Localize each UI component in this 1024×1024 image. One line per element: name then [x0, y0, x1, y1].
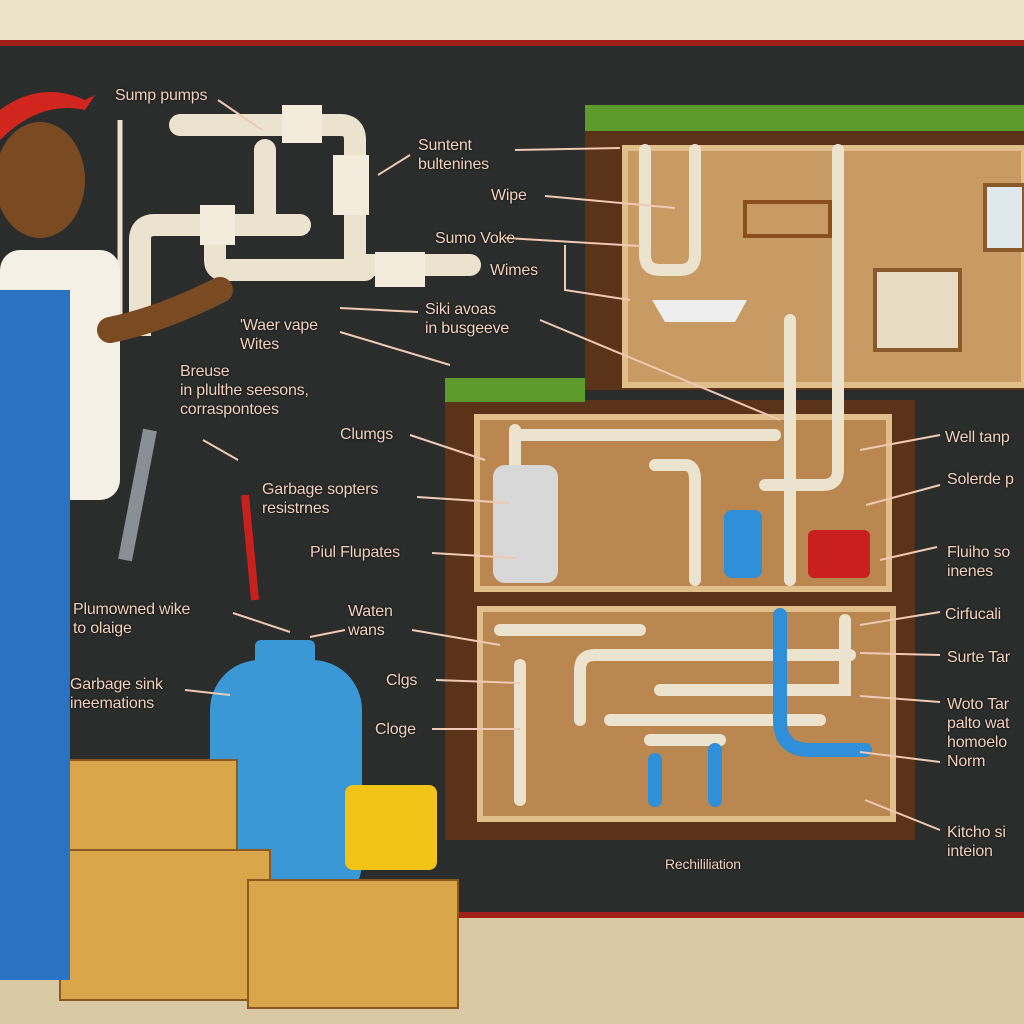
- label-sumo-voke: Sumo Voke: [435, 230, 516, 247]
- yellow-bucket: [345, 785, 437, 870]
- blue-tank-small: [724, 510, 762, 578]
- label-sump-pumps: Sump pumps: [115, 87, 208, 104]
- arm: [97, 277, 233, 343]
- person-head: [0, 122, 85, 238]
- overalls: [0, 290, 70, 980]
- grass-mid: [445, 378, 585, 402]
- label-plumowned: Plumowned wike to olaige: [73, 601, 191, 637]
- label-piul-flupates: Piul Flupates: [310, 544, 400, 561]
- box: [64, 759, 238, 866]
- label-solerde: Solerde p: [947, 471, 1014, 488]
- valve: [375, 252, 425, 287]
- label-garbage-sink: Garbage sink ineemations: [70, 676, 163, 712]
- label-fluiho: Fluiho so inenes: [947, 544, 1011, 580]
- label-wimes: Wimes: [490, 262, 538, 279]
- valve: [333, 155, 369, 215]
- wrench: [118, 428, 157, 562]
- label-waer-vape: 'Waer vape Wites: [240, 317, 318, 353]
- bandana: [0, 92, 95, 140]
- label-waten-wans: Waten wans: [348, 603, 393, 639]
- label-well-tanp: Well tanp: [945, 429, 1010, 446]
- sink: [652, 300, 747, 322]
- leader-lines: [184, 99, 941, 831]
- label-siki-avoas: Siki avoas in busgeeve: [425, 301, 510, 337]
- tank-cap: [255, 640, 315, 670]
- label-kitcho: Kitcho si inteion: [947, 824, 1006, 860]
- label-clumgs: Clumgs: [340, 426, 394, 443]
- label-garbage-sopters: Garbage sopters resistrnes: [262, 481, 379, 517]
- label-breuse: Breuse in plulthe seesons, corraspontoes: [180, 363, 309, 418]
- label-clgs: Clgs: [386, 672, 418, 689]
- window: [983, 183, 1024, 252]
- label-suntent: Suntent bultenines: [418, 137, 489, 173]
- label-woto-tar: Woto Tar palto wat homoelo Norm: [947, 696, 1010, 770]
- room-bottom: [477, 606, 896, 822]
- pliers: [241, 494, 259, 601]
- vanity: [873, 268, 962, 352]
- label-surte-tar: Surte Tar: [947, 649, 1010, 666]
- red-pump: [808, 530, 870, 578]
- label-wipe: Wipe: [491, 187, 527, 204]
- box: [59, 849, 271, 1001]
- label-rechilliation: Rechililiation: [665, 856, 741, 872]
- valve: [282, 105, 322, 143]
- box: [247, 879, 459, 1009]
- grass-top: [585, 105, 1024, 131]
- water-heater: [493, 465, 558, 583]
- label-cloge: Cloge: [375, 721, 416, 738]
- valve: [200, 205, 235, 245]
- label-cirfucali: Cirfucali: [945, 606, 1001, 623]
- shelf: [743, 200, 832, 238]
